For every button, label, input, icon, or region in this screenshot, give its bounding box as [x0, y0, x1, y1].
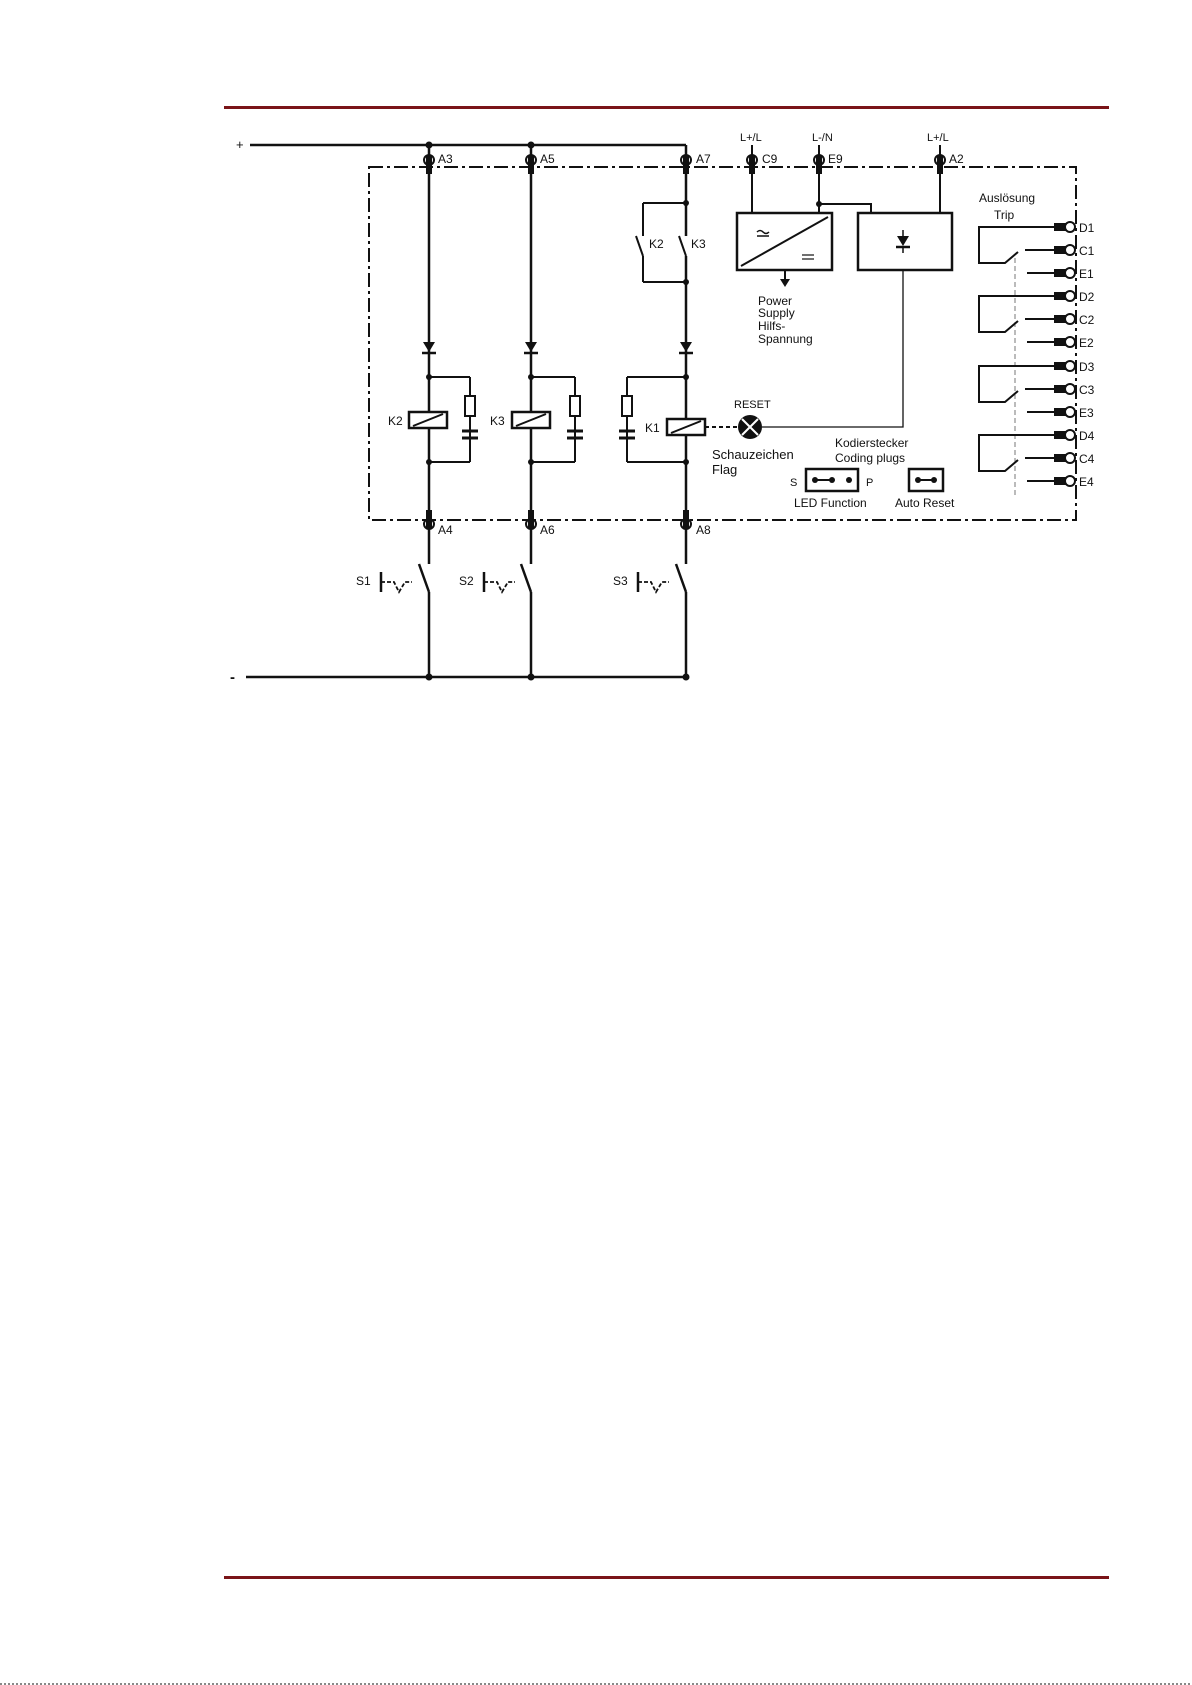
auto-reset-label: Auto Reset	[895, 496, 955, 510]
terminal-a6-label: A6	[540, 523, 555, 537]
trip-contact-4	[979, 430, 1075, 486]
coding-plug-auto-reset	[909, 469, 943, 491]
output-label: C3	[1079, 383, 1095, 397]
output-label: C2	[1079, 313, 1095, 327]
minus-label: -	[230, 669, 235, 686]
terminal-c9-label: C9	[762, 152, 778, 166]
coding-plug-led-function	[806, 469, 858, 491]
switch-s1-label: S1	[356, 574, 371, 588]
output-label: C1	[1079, 244, 1095, 258]
output-label: D2	[1079, 290, 1095, 304]
supply-label-a2: L+/L	[927, 132, 949, 144]
output-terminal-labels: D1 C1 E1 D2 C2 E2 D3 C3 E3 D4 C4 E4	[1079, 221, 1095, 489]
terminal-e9-label: E9	[828, 152, 843, 166]
power-supply-label-line3: Hilfs-	[758, 319, 785, 333]
contact-k2-label: K2	[649, 237, 664, 251]
coding-s-label: S	[790, 477, 797, 489]
coding-title-line2: Coding plugs	[835, 451, 905, 465]
power-supply-label-line4: Spannung	[758, 332, 813, 346]
terminal-a8-label: A8	[696, 523, 711, 537]
output-label: E2	[1079, 336, 1094, 350]
flag-label-line1: Schauzeichen	[712, 447, 794, 462]
reset-label: RESET	[734, 399, 771, 411]
footer-rule	[224, 1576, 1109, 1579]
rectifier-block	[858, 213, 952, 270]
output-label: D1	[1079, 221, 1095, 235]
reset-flag-indicator	[705, 270, 903, 439]
trip-contacts	[979, 222, 1075, 496]
output-label: C4	[1079, 452, 1095, 466]
terminal-a2-label: A2	[949, 152, 964, 166]
supply-label-e9: L-/N	[812, 132, 833, 144]
terminal-a4-label: A4	[438, 523, 453, 537]
contact-k3-label: K3	[691, 237, 706, 251]
terminal-a5-label: A5	[540, 152, 555, 166]
trip-contact-1	[979, 222, 1075, 278]
trip-contact-3	[979, 361, 1075, 417]
channel-k3	[484, 142, 583, 681]
output-label: E1	[1079, 267, 1094, 281]
led-function-label: LED Function	[794, 496, 867, 510]
relay-k2-label: K2	[388, 414, 403, 428]
power-supply-label-line2: Supply	[758, 306, 795, 320]
output-label: D4	[1079, 429, 1095, 443]
output-label: E3	[1079, 406, 1094, 420]
supply-label-c9: L+/L	[740, 132, 762, 144]
trip-label-line1: Auslösung	[979, 191, 1035, 205]
power-supply-block	[737, 213, 832, 287]
switch-s3-label: S3	[613, 574, 628, 588]
channel-k2	[381, 142, 478, 681]
coding-p-label: P	[866, 477, 873, 489]
terminal-a7-label: A7	[696, 152, 711, 166]
plus-label: +	[236, 137, 244, 152]
channel-k1	[619, 145, 705, 681]
trip-label-line2: Trip	[994, 208, 1015, 222]
output-label: E4	[1079, 475, 1094, 489]
coding-title-line1: Kodierstecker	[835, 436, 908, 450]
switch-s2-label: S2	[459, 574, 474, 588]
relay-k3-label: K3	[490, 414, 505, 428]
trip-contact-2	[979, 291, 1075, 347]
output-label: D3	[1079, 360, 1095, 374]
terminal-a3-label: A3	[438, 152, 453, 166]
flag-label-line2: Flag	[712, 462, 737, 477]
relay-k1-label: K1	[645, 421, 660, 435]
